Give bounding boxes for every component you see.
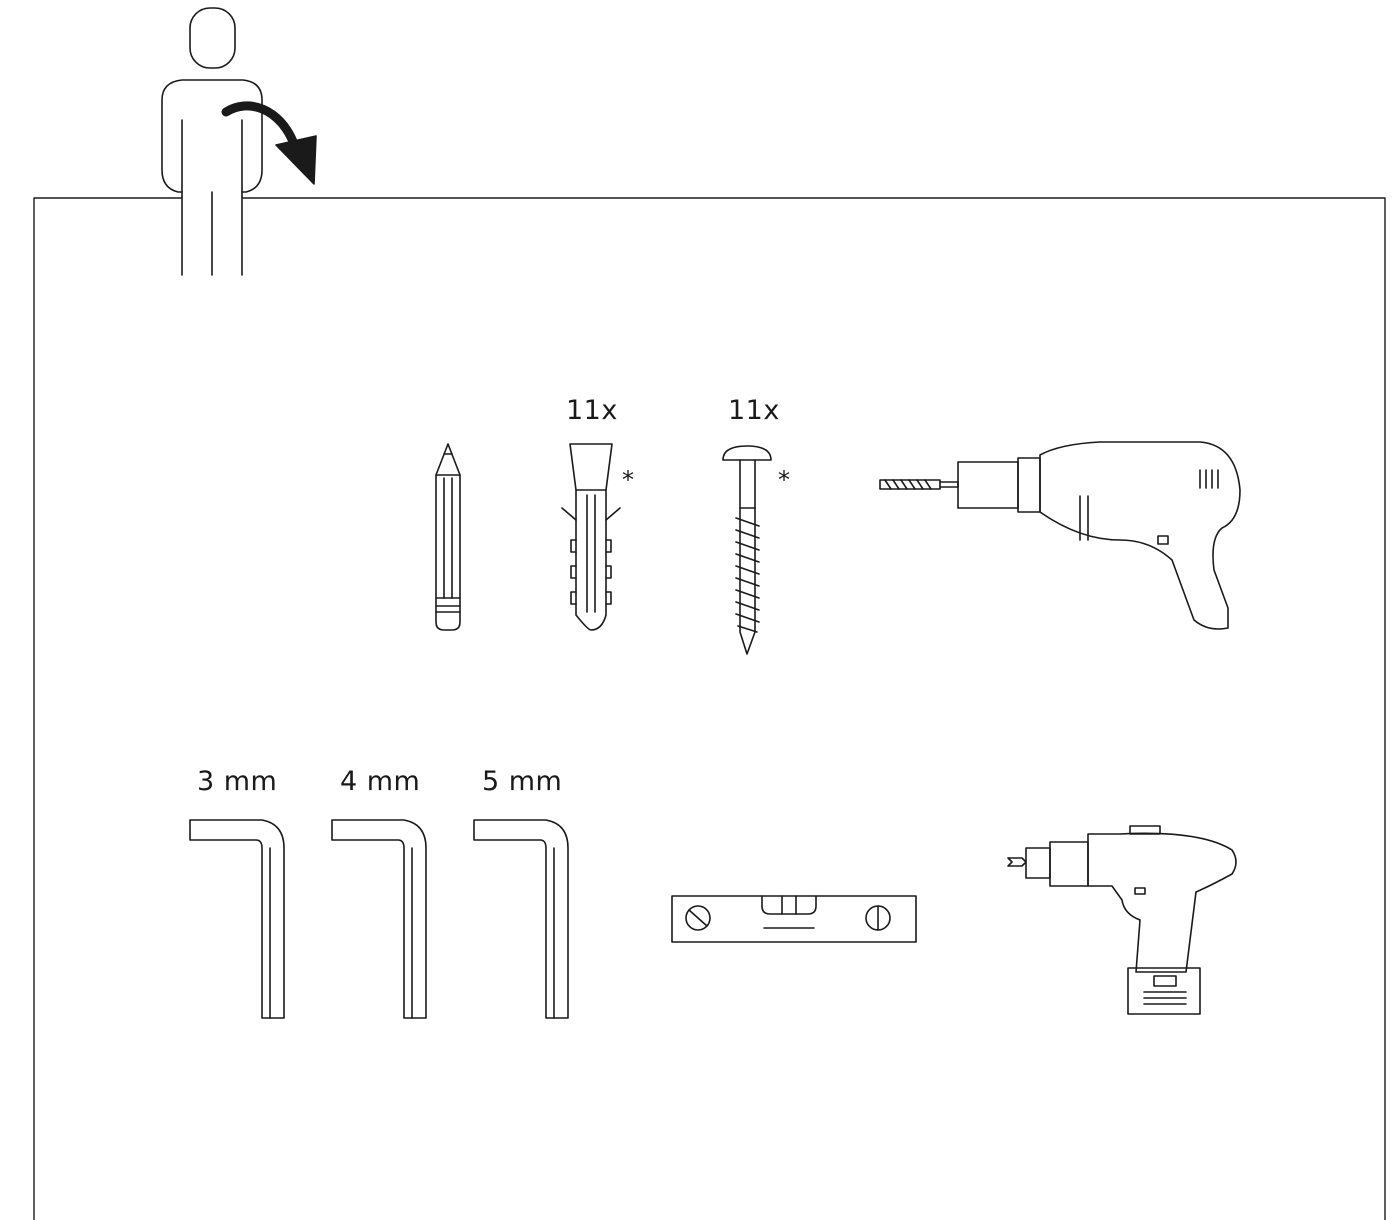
allen-key-size-label: 5 mm bbox=[482, 766, 563, 797]
allen-key-icon bbox=[332, 820, 426, 1018]
panel-frame bbox=[34, 198, 1385, 1220]
allen-key-icon bbox=[190, 820, 284, 1018]
drill-icon bbox=[880, 442, 1240, 629]
plug-quantity-label: 11x bbox=[566, 395, 618, 426]
allen-key-icon bbox=[474, 820, 568, 1018]
spirit-level-icon bbox=[672, 896, 916, 942]
cordless-drill-icon bbox=[1008, 826, 1236, 1014]
rotate-arrow-icon bbox=[226, 106, 316, 184]
allen-key-size-label: 3 mm bbox=[197, 766, 278, 797]
allen-key-size-label: 4 mm bbox=[340, 766, 421, 797]
plug-note-mark: * bbox=[622, 466, 634, 494]
screw-note-mark: * bbox=[778, 466, 790, 494]
pencil-icon bbox=[436, 444, 460, 630]
wall-plug-icon bbox=[562, 444, 620, 630]
screw-icon bbox=[723, 446, 771, 654]
screw-quantity-label: 11x bbox=[728, 395, 780, 426]
person-icon bbox=[162, 8, 262, 275]
